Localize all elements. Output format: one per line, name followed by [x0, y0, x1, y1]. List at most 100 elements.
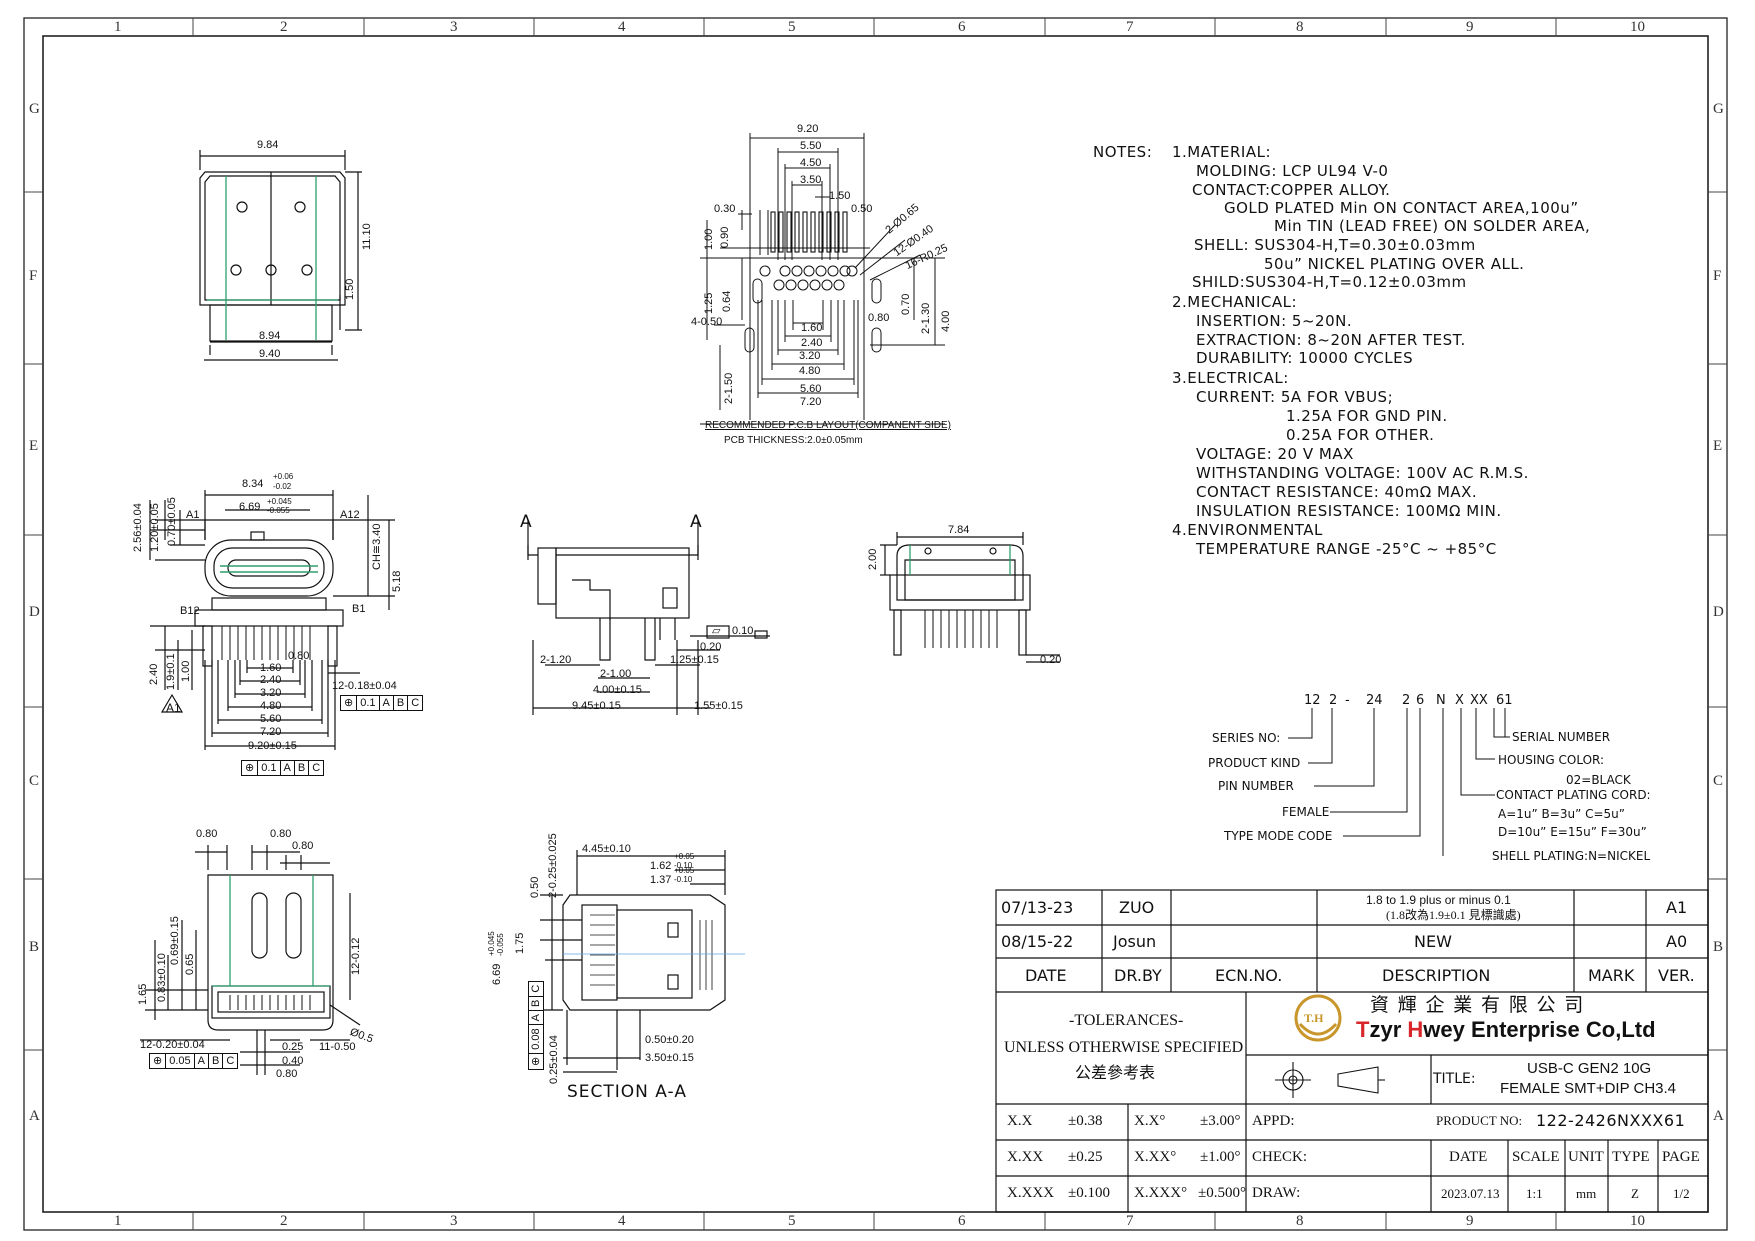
value-unit: mm	[1576, 1186, 1597, 1201]
grid-row-b: B	[29, 939, 40, 955]
notes-line: DURABILITY: 10000 CYCLES	[1196, 349, 1414, 367]
product-no-label: PRODUCT NO:	[1436, 1113, 1523, 1128]
rev-date: 07/13-23	[1001, 898, 1074, 917]
grid-col-2-bottom: 2	[280, 1213, 288, 1229]
side-section-a-left: A	[520, 512, 532, 532]
fcf-datum-b: B	[394, 696, 409, 710]
bottom-dim-080b: 0.80	[270, 828, 292, 840]
tol-angle-key: X.XX°	[1134, 1149, 1177, 1165]
header-page: PAGE	[1662, 1149, 1700, 1165]
section-dim-350: 3.50±0.15	[645, 1052, 694, 1064]
company-name-cn: 資 輝 企 業 有 限 公 司	[1370, 995, 1586, 1016]
dim-top-bottom1: 8.94	[259, 330, 281, 342]
tol-key: X.XX	[1007, 1149, 1044, 1165]
side-dim-945: 9.45±0.15	[572, 700, 621, 712]
part-code-seg: 2	[1402, 693, 1411, 708]
grid-col-4: 4	[618, 19, 626, 35]
fcf-datum-b: B	[209, 1054, 224, 1068]
grid-row-b-right: B	[1713, 939, 1724, 955]
notes-line: 1.25A FOR GND PIN.	[1286, 407, 1448, 425]
grid-col-4-bottom: 4	[618, 1213, 626, 1229]
notes-line: 0.25A FOR OTHER.	[1286, 426, 1435, 444]
rev-header-ecn: ECN.NO.	[1215, 966, 1283, 985]
grid-row-e-right: E	[1713, 438, 1723, 454]
side-dim-2-120: 2-1.20	[540, 654, 572, 666]
bottom-dim-080c: 0.80	[292, 840, 314, 852]
front-dim-834: 8.34	[242, 478, 264, 490]
pcb-dim-320: 3.20	[799, 350, 821, 362]
company-name-en: Tzyr Hwey Enterprise Co,Ltd	[1356, 1019, 1656, 1041]
bottom-dim-11-050: 11-0.50	[319, 1041, 356, 1053]
grid-col-6: 6	[958, 19, 966, 35]
side-flatness-icon: ▱	[712, 625, 721, 637]
grid-col-3-bottom: 3	[450, 1213, 458, 1229]
tolerances-ref: 公差參考表	[1075, 1065, 1156, 1082]
bottom-dim-040: 0.40	[282, 1055, 304, 1067]
pcb-dim-350: 3.50	[800, 174, 822, 186]
pcb-dim-150: 1.50	[829, 190, 851, 202]
tol-value: ±0.100	[1068, 1185, 1110, 1201]
pcb-dim-480: 4.80	[799, 365, 821, 377]
pcb-dim-720: 7.20	[800, 396, 822, 408]
header-type: TYPE	[1612, 1149, 1650, 1165]
bottom-dim-080: 0.80	[276, 1068, 298, 1080]
rev-desc-note: (1.8改為1.9±0.1 見標識處)	[1386, 908, 1521, 922]
header-unit: UNIT	[1568, 1149, 1604, 1165]
notes-line: MOLDING: LCP UL94 V-0	[1196, 162, 1389, 180]
section-dim-162-up: +0.05	[674, 852, 695, 861]
grid-col-10-bottom: 10	[1630, 1213, 1645, 1229]
section-dim-137-dn: -0.10	[674, 875, 693, 884]
part-code-seg: 12	[1304, 693, 1321, 708]
tol-key: X.XXX	[1007, 1185, 1055, 1201]
pcb-dim-4-050: 4-0.50	[691, 316, 723, 328]
pcb-dim-080: 0.80	[868, 312, 890, 324]
notes-line: SHILD:SUS304-H,T=0.12±0.03mm	[1192, 273, 1467, 291]
pcb-caption: RECOMMENDED P.C.B LAYOUT(COMPANENT SIDE)	[705, 420, 951, 431]
front-dim-834-tol-up: +0.06	[273, 472, 294, 481]
tol-angle-value: ±3.00°	[1200, 1113, 1241, 1129]
notes-line: CONTACT RESISTANCE: 40mΩ MAX.	[1196, 483, 1478, 501]
company-logo-text: T.H	[1304, 1011, 1324, 1025]
rev-date: 08/15-22	[1001, 932, 1074, 951]
part-code-plating: CONTACT PLATING CORD:	[1496, 788, 1651, 802]
grid-row-a-right: A	[1713, 1108, 1724, 1124]
tol-value: ±0.38	[1068, 1113, 1103, 1129]
rev-ver: A0	[1666, 932, 1688, 951]
fcf-datum-a: A	[281, 761, 295, 775]
front-label-a12: A12	[340, 509, 360, 521]
part-code-seg: XX	[1470, 693, 1488, 708]
grid-col-1-bottom: 1	[114, 1213, 122, 1229]
value-scale: 1:1	[1526, 1186, 1543, 1201]
fcf-value: 0.1	[258, 761, 281, 775]
notes-line: SHELL: SUS304-H,T=0.30±0.03mm	[1194, 236, 1476, 254]
check-label: CHECK:	[1252, 1149, 1308, 1165]
bottom-dim-080a: 0.80	[196, 828, 218, 840]
part-code-seg: 2	[1329, 693, 1338, 708]
part-code-series: SERIES NO:	[1212, 731, 1281, 745]
part-code-housing-value: 02=BLACK	[1566, 773, 1631, 787]
tol-angle-key: X.XXX°	[1134, 1185, 1188, 1201]
product-no: 122-2426NXXX61	[1536, 1111, 1686, 1130]
section-dim-162-dn: -0.10	[674, 861, 693, 870]
section-dim-137-up: +0.05	[674, 866, 695, 875]
title-line-1: USB-C GEN2 10G	[1527, 1060, 1652, 1077]
notes-line: 2.MECHANICAL:	[1172, 293, 1298, 311]
part-code-seg: -	[1345, 693, 1350, 708]
company-name-part: zyr	[1369, 1017, 1408, 1042]
rev-by: ZUO	[1119, 898, 1155, 917]
fcf-position-icon: ⊕	[341, 696, 358, 710]
front-dim-p560: 5.60	[260, 713, 282, 725]
rev-by: Josun	[1113, 932, 1157, 951]
appd-label: APPD:	[1252, 1113, 1295, 1129]
grid-row-c: C	[29, 773, 40, 789]
side-dim-2-100: 2-1.00	[600, 668, 632, 680]
dim-top-width: 9.84	[257, 139, 279, 151]
tol-angle-value: ±1.00°	[1200, 1149, 1241, 1165]
bottom-dim-pins: 12-0.20±0.04	[140, 1039, 205, 1051]
